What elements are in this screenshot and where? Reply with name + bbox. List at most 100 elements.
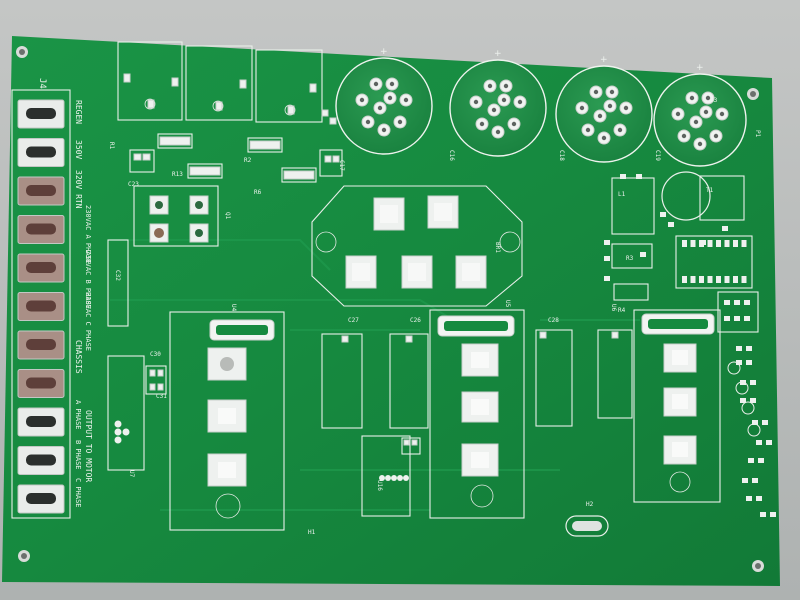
polarity-mark: + <box>600 55 608 65</box>
smd-pad <box>604 240 610 245</box>
ic-pin <box>741 276 747 283</box>
smd-pad <box>744 300 750 305</box>
smd-pad <box>700 240 706 245</box>
ic-pin <box>716 276 721 283</box>
smd-pad <box>750 380 756 385</box>
smd-pad <box>734 300 740 305</box>
capacitor-hole <box>365 119 371 125</box>
out-c-label: C PHASE <box>74 478 82 508</box>
smd-pad <box>746 496 752 501</box>
ic-pin <box>699 276 704 283</box>
smd-pad <box>724 300 730 305</box>
terminal-slot <box>26 416 56 427</box>
capacitor-hole <box>697 141 703 147</box>
bulk-capacitors: + + + + <box>335 47 747 167</box>
p1-label: P1 <box>754 130 761 138</box>
terminal-slot <box>26 300 56 312</box>
capacitor-hole <box>377 105 383 111</box>
ic-pins <box>682 240 747 283</box>
u16-label: U16 <box>376 480 383 491</box>
h1-label: H1 <box>308 529 316 536</box>
capacitor-hole <box>617 127 623 133</box>
capacitor-hole <box>601 135 607 141</box>
ic-pin <box>682 240 687 247</box>
ic-pin <box>690 276 696 283</box>
smd-pad <box>756 496 762 501</box>
t1-label: T1 <box>706 187 714 194</box>
ac-b-label: 230VAC B PHASE <box>84 250 92 309</box>
capacitor-hole <box>675 111 681 117</box>
c26-label: C26 <box>410 317 421 324</box>
ic-pin <box>707 240 713 247</box>
r1-label: R1 <box>108 142 115 150</box>
terminal-slot <box>26 454 56 466</box>
ac-c-label: 230VAC C PHASE <box>84 292 92 351</box>
smd-pad <box>744 316 750 321</box>
smd-pad <box>668 222 674 227</box>
bottom-slot <box>565 515 609 537</box>
c17-label: C17 <box>338 160 345 171</box>
capacitor-hole <box>607 103 613 109</box>
regen-label: REGEN <box>74 100 83 124</box>
polarity-mark: + <box>494 49 502 59</box>
smd-pad <box>748 458 754 463</box>
film-capacitor-outlines <box>107 329 633 517</box>
c32-label: C32 <box>114 270 121 281</box>
power-module-u5 <box>429 309 525 519</box>
output-title-label: OUTPUT TO MOTOR <box>84 410 93 482</box>
capacitor-hole <box>713 133 719 139</box>
ic-pin <box>733 276 738 283</box>
r6-label: R6 <box>254 189 262 196</box>
ic-pin <box>707 276 713 283</box>
bridge-rectifier-br1 <box>311 185 523 307</box>
smd-pad <box>758 458 764 463</box>
smd-pad <box>752 420 758 425</box>
resistor-pads-row <box>129 109 343 183</box>
q1-label: Q1 <box>224 212 231 220</box>
connector-ref-label: J4 <box>37 78 47 89</box>
capacitor-hole <box>397 119 403 125</box>
ic-pin <box>682 276 687 283</box>
smd-pad <box>762 420 768 425</box>
r3-label: R3 <box>626 255 634 262</box>
smd-pad <box>740 398 746 403</box>
l1-label: L1 <box>618 191 626 198</box>
polarity-mark: + <box>380 47 388 57</box>
small-headers <box>114 365 421 481</box>
connector-outline <box>11 89 71 519</box>
capacitor-hole <box>373 81 379 87</box>
capacitor-hole <box>579 105 585 111</box>
capacitor-hole <box>689 95 695 101</box>
polarity-mark: + <box>696 63 704 73</box>
c30-label: C30 <box>150 351 161 358</box>
terminal-pads <box>17 99 65 514</box>
terminal-slot <box>26 185 56 196</box>
capacitor-hole <box>585 127 591 133</box>
smd-pad <box>660 212 666 217</box>
c16-label: C16 <box>448 150 455 161</box>
control-area: L1 T1 R4 R3 <box>604 171 776 517</box>
c27-label: C27 <box>348 317 359 324</box>
r2-label: R2 <box>244 157 252 164</box>
smd-pad <box>604 276 610 281</box>
terminal-slot <box>26 493 56 504</box>
c19-label: C19 <box>654 150 661 161</box>
capacitor-hole <box>495 129 501 135</box>
capacitor-hole <box>693 119 699 125</box>
v350-label: 350V <box>74 140 83 159</box>
capacitor-hole <box>359 97 365 103</box>
capacitor-hole <box>511 121 517 127</box>
smd-pad <box>736 360 742 365</box>
connector-j4 <box>11 89 71 519</box>
component-outline <box>747 423 761 437</box>
capacitor-hole <box>501 97 507 103</box>
smd-pad <box>760 512 766 517</box>
smd-pad <box>604 256 610 261</box>
input-module-block <box>133 185 219 247</box>
u4-label: U4 <box>230 304 237 312</box>
capacitor-hole <box>503 83 509 89</box>
smd-pad <box>746 346 752 351</box>
terminal-slot <box>26 377 56 389</box>
br1-label: BR1 <box>494 242 501 253</box>
c23-label: C23 <box>128 181 139 188</box>
